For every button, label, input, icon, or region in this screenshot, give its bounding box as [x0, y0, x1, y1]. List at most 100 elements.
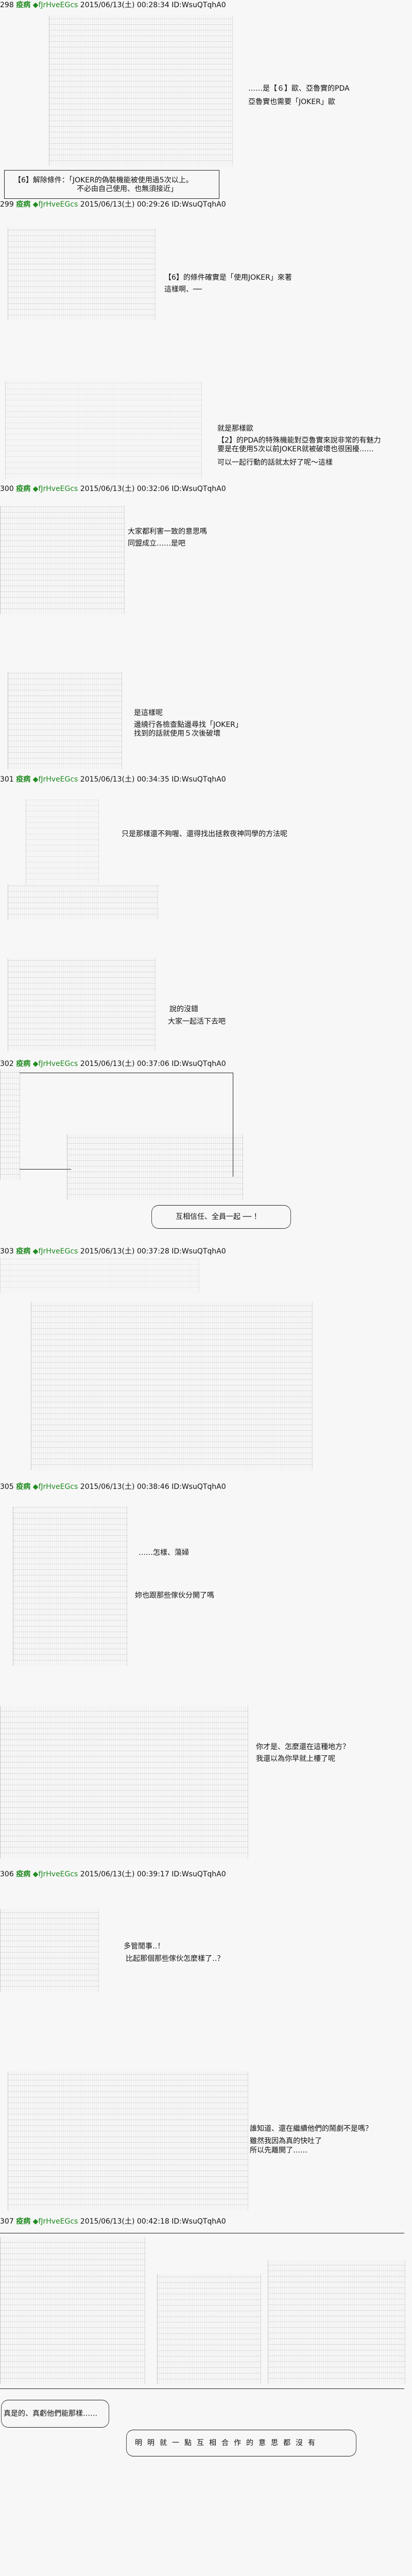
post-number[interactable]: 306	[0, 1870, 14, 1878]
post-date: 2015/06/13(土) 00:38:46 ID:WsuQTqhA0	[80, 1483, 226, 1491]
poster-trip: ◆fJrHveEGcs	[32, 1483, 78, 1491]
ascii-art-figure	[8, 228, 156, 320]
ascii-art-figure	[0, 2237, 145, 2384]
post-header: 300 疫病 ◆fJrHveEGcs 2015/06/13(土) 00:32:0…	[0, 485, 226, 493]
dialogue-line: 我還以為你早就上樓了呢	[256, 1755, 335, 1763]
dialogue-line: 可以一起行動的話就太好了呢～這樣	[217, 459, 333, 467]
condition-line: 不必由自己使用、也無須接近」	[77, 185, 178, 193]
post-date: 2015/06/13(土) 00:39:17 ID:WsuQTqhA0	[80, 1870, 226, 1878]
dialogue-line: 大家一起活下去吧	[168, 1018, 226, 1026]
ascii-art-figure	[0, 506, 125, 614]
condition-line: 【6】解除條件：「JOKER的偽裝機能被使用過5次以上。	[14, 176, 193, 184]
dialogue-line: ……怎樣、蕩婦	[139, 1549, 189, 1557]
post-number[interactable]: 303	[0, 1247, 14, 1256]
post-header: 301 疫病 ◆fJrHveEGcs 2015/06/13(土) 00:34:3…	[0, 775, 226, 784]
ascii-art-corridor	[31, 1302, 313, 1470]
ascii-art-figure	[8, 672, 122, 769]
post-header: 302 疫病 ◆fJrHveEGcs 2015/06/13(土) 00:37:0…	[0, 1060, 226, 1068]
dialogue-line: 雖然我因為真的快吐了	[250, 2137, 322, 2145]
ascii-art-table-scene	[67, 1134, 243, 1200]
poster-trip: ◆fJrHveEGcs	[32, 1870, 78, 1878]
dialogue-line: 這樣啊、──	[164, 285, 202, 294]
ascii-art-figure	[5, 381, 202, 479]
dialogue-line: 就是那樣歐	[217, 425, 253, 433]
post-header: 307 疫病 ◆fJrHveEGcs 2015/06/13(土) 00:42:1…	[0, 2217, 226, 2226]
poster-trip: ◆fJrHveEGcs	[32, 2217, 78, 2226]
post-header: 299 疫病 ◆fJrHveEGcs 2015/06/13(土) 00:29:2…	[0, 200, 226, 209]
ascii-art-figure	[268, 2260, 405, 2384]
dialogue-line: 誰知道、還在繼續他們的鬧劇不是嗎？	[250, 2125, 372, 2133]
dialogue-line: 要是在使用5次以前JOKER就被破壞也很困擾……	[217, 445, 374, 453]
post-header: 305 疫病 ◆fJrHveEGcs 2015/06/13(土) 00:38:4…	[0, 1483, 226, 1491]
post-header: 303 疫病 ◆fJrHveEGcs 2015/06/13(土) 00:37:2…	[0, 1247, 226, 1256]
poster-name: 疫病	[16, 775, 31, 784]
ascii-art-figure	[49, 15, 233, 166]
dialogue-line: 邊繞行各檢查點邊尋找「JOKER」	[134, 721, 243, 729]
poster-trip: ◆fJrHveEGcs	[32, 485, 78, 493]
poster-name: 疫病	[16, 2217, 31, 2226]
panel-divider	[0, 2388, 404, 2389]
dialogue-line: 同盟成立……是吧	[128, 539, 185, 548]
dialogue-line: 只是那樣還不夠喔、還得找出拯救夜神同學的方法呢	[122, 830, 287, 838]
post-date: 2015/06/13(土) 00:37:06 ID:WsuQTqhA0	[80, 1060, 226, 1068]
dialogue-line: 【6】的條件確實是「使用JOKER」來著	[164, 274, 292, 282]
dialogue-line: 亞魯實也需要「JOKER」歐	[248, 98, 335, 106]
dialogue-line: 妳也跟那些傢伙分開了嗎	[135, 1591, 214, 1600]
post-header: 298 疫病 ◆fJrHveEGcs 2015/06/13(土) 00:28:3…	[0, 1, 226, 9]
post-number[interactable]: 300	[0, 485, 14, 493]
ascii-art-figure	[8, 885, 158, 920]
post-date: 2015/06/13(土) 00:42:18 ID:WsuQTqhA0	[80, 2217, 226, 2226]
poster-trip: ◆fJrHveEGcs	[32, 1247, 78, 1256]
dialogue-line: 所以先離開了……	[250, 2146, 307, 2155]
post-date: 2015/06/13(土) 00:37:28 ID:WsuQTqhA0	[80, 1247, 226, 1256]
poster-trip: ◆fJrHveEGcs	[32, 1, 78, 9]
poster-name: 疫病	[16, 1247, 31, 1256]
post-date: 2015/06/13(土) 00:28:34 ID:WsuQTqhA0	[80, 1, 226, 9]
ascii-art-figure	[0, 1909, 99, 1992]
bubble-text: 互相信任、全員一起 ── ！	[176, 1213, 261, 1221]
ascii-art-figure	[8, 2071, 248, 2210]
poster-trip: ◆fJrHveEGcs	[32, 775, 78, 784]
poster-name: 疫病	[16, 485, 31, 493]
post-date: 2015/06/13(土) 00:32:06 ID:WsuQTqhA0	[80, 485, 226, 493]
post-date: 2015/06/13(土) 00:29:26 ID:WsuQTqhA0	[80, 200, 226, 209]
poster-trip: ◆fJrHveEGcs	[32, 200, 78, 209]
bubble-text: 真是的、真虧他們能那樣……	[4, 2410, 97, 2418]
post-number[interactable]: 307	[0, 2217, 14, 2226]
poster-trip: ◆fJrHveEGcs	[32, 1060, 78, 1068]
dialogue-line: 說的沒錯	[169, 1005, 198, 1013]
ascii-art-wall	[0, 1070, 20, 1180]
poster-name: 疫病	[16, 1, 31, 9]
poster-name: 疫病	[16, 200, 31, 209]
post-header: 306 疫病 ◆fJrHveEGcs 2015/06/13(土) 00:39:1…	[0, 1870, 226, 1878]
post-number[interactable]: 298	[0, 1, 14, 9]
ascii-art-figure	[26, 800, 99, 885]
ascii-art-figure	[13, 1507, 127, 1666]
dialogue-line: 大家都利害一致的意思嗎	[128, 528, 207, 536]
dialogue-line: 找到的話就使用５次後破壞	[134, 730, 220, 738]
poster-name: 疫病	[16, 1060, 31, 1068]
dialogue-line: ……是【６】歐、亞魯實的PDA	[248, 84, 350, 93]
frame-line	[20, 1169, 71, 1170]
speech-bubble: 互相信任、全員一起 ── ！	[151, 1205, 291, 1229]
ascii-art-figure	[0, 1706, 248, 1858]
dialogue-line: 是這樣呢	[134, 709, 163, 717]
post-number[interactable]: 305	[0, 1483, 14, 1491]
dialogue-line: 你才是、怎麼還在這種地方？	[256, 1743, 350, 1751]
bubble-text: 明明就一點互相合作的意思都沒有	[135, 2439, 320, 2447]
post-number[interactable]: 301	[0, 775, 14, 784]
post-date: 2015/06/13(土) 00:34:35 ID:WsuQTqhA0	[80, 775, 226, 784]
dialogue-line: 比起那個那些傢伙怎麼樣了‥？	[126, 1955, 225, 1963]
dialogue-line: 多管閒事‥！	[124, 1942, 165, 1951]
condition-box: 【6】解除條件：「JOKER的偽裝機能被使用過5次以上。 不必由自己使用、也無須…	[4, 170, 219, 199]
speech-bubble: 明明就一點互相合作的意思都沒有	[126, 2430, 356, 2456]
ascii-art-sky	[0, 1258, 199, 1293]
post-number[interactable]: 299	[0, 200, 14, 209]
poster-name: 疫病	[16, 1483, 31, 1491]
ascii-art-figure	[157, 2274, 261, 2384]
poster-name: 疫病	[16, 1870, 31, 1878]
post-number[interactable]: 302	[0, 1060, 14, 1068]
ascii-art-figure	[8, 958, 156, 1051]
speech-bubble: 真是的、真虧他們能那樣……	[1, 2400, 109, 2428]
dialogue-line: 【2】的PDA的特殊機能對亞魯實來說非常的有魅力	[217, 436, 381, 445]
